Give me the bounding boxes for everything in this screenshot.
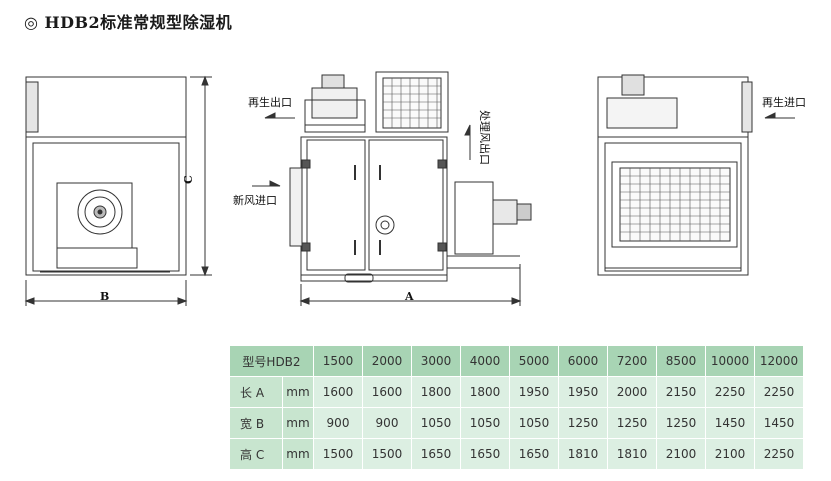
model-cell: 1500 (313, 345, 363, 377)
table-cell: 1810 (607, 438, 657, 470)
table-cell: 2250 (705, 376, 755, 408)
table-cell: 1800 (460, 376, 510, 408)
table-cell: 1600 (362, 376, 412, 408)
table-cell: 2100 (705, 438, 755, 470)
table-cell: 1950 (509, 376, 559, 408)
dim-label-c: C (182, 175, 195, 184)
table-row: 长 A mm 1600 1600 1800 1800 1950 1950 200… (229, 376, 804, 408)
row-unit: mm (282, 407, 314, 439)
model-cell: 7200 (607, 345, 657, 377)
model-cell: 12000 (754, 345, 804, 377)
row-unit: mm (282, 376, 314, 408)
table-cell: 1050 (460, 407, 510, 439)
table-cell: 1450 (705, 407, 755, 439)
row-unit: mm (282, 438, 314, 470)
side-view-drawing (24, 75, 212, 306)
table-cell: 1250 (607, 407, 657, 439)
model-cell: 6000 (558, 345, 608, 377)
table-cell: 1950 (558, 376, 608, 408)
table-cell: 1650 (460, 438, 510, 470)
front-view-drawing (252, 71, 532, 306)
row-label: 宽 B (229, 407, 283, 439)
technical-drawings: B C (24, 71, 806, 306)
table-cell: 1650 (509, 438, 559, 470)
table-header-label: 型号HDB2 (229, 345, 314, 377)
table-cell: 900 (362, 407, 412, 439)
label-regen-inlet: 再生进口 (762, 95, 806, 109)
table-row: 高 C mm 1500 1500 1650 1650 1650 1810 181… (229, 438, 804, 470)
table-cell: 1450 (754, 407, 804, 439)
label-process-outlet: 处理风出口 (478, 110, 492, 165)
model-cell: 5000 (509, 345, 559, 377)
dim-label-b: B (100, 290, 109, 303)
table-cell: 1250 (656, 407, 706, 439)
table-cell: 1250 (558, 407, 608, 439)
table-cell: 2250 (754, 438, 804, 470)
table-cell: 1050 (509, 407, 559, 439)
page-title: ◎ HDB2标准常规型除湿机 (24, 13, 233, 32)
label-fresh-air-inlet: 新风进口 (233, 193, 277, 207)
spec-table: 型号HDB2 1500 2000 3000 4000 5000 6000 720… (229, 345, 804, 470)
table-cell: 1500 (313, 438, 363, 470)
table-cell: 2250 (754, 376, 804, 408)
label-regen-outlet: 再生出口 (248, 95, 292, 109)
table-cell: 2000 (607, 376, 657, 408)
model-cell: 8500 (656, 345, 706, 377)
table-row: 宽 B mm 900 900 1050 1050 1050 1250 1250 … (229, 407, 804, 439)
table-cell: 2100 (656, 438, 706, 470)
row-label: 长 A (229, 376, 283, 408)
row-label: 高 C (229, 438, 283, 470)
table-cell: 1800 (411, 376, 461, 408)
model-cell: 3000 (411, 345, 461, 377)
table-cell: 1810 (558, 438, 608, 470)
table-cell: 900 (313, 407, 363, 439)
table-cell: 1650 (411, 438, 461, 470)
dim-label-a: A (404, 290, 414, 303)
table-cell: 1600 (313, 376, 363, 408)
table-header-row: 型号HDB2 1500 2000 3000 4000 5000 6000 720… (229, 345, 804, 377)
table-cell: 1050 (411, 407, 461, 439)
model-cell: 2000 (362, 345, 412, 377)
back-view-drawing (597, 74, 795, 276)
model-cell: 4000 (460, 345, 510, 377)
table-cell: 2150 (656, 376, 706, 408)
model-cell: 10000 (705, 345, 755, 377)
table-cell: 1500 (362, 438, 412, 470)
